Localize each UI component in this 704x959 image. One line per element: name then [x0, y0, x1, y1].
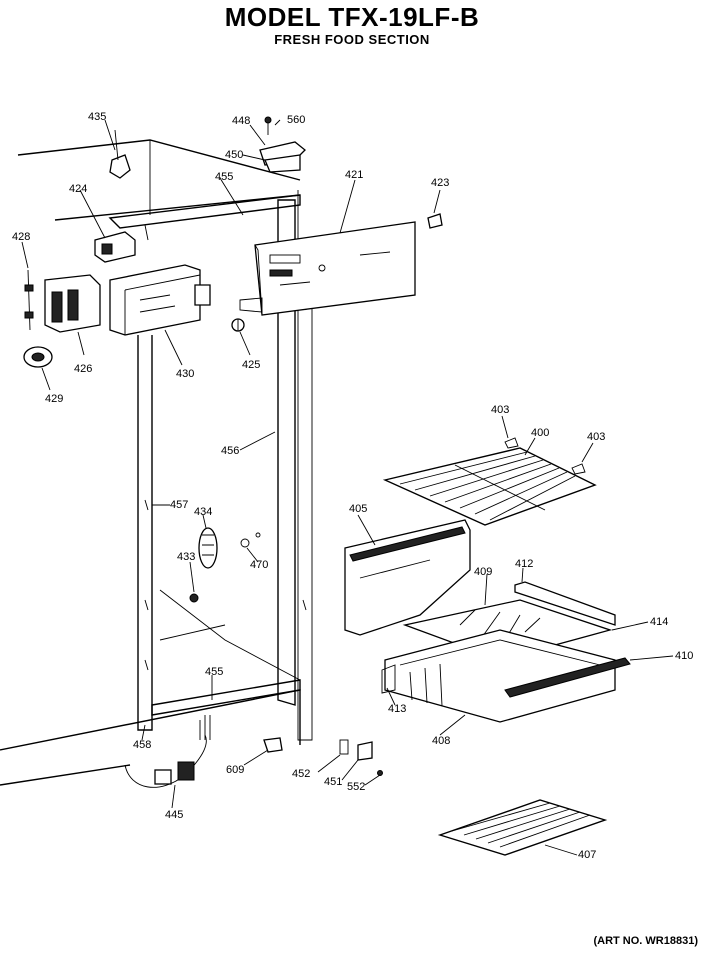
label-552: 552 [347, 781, 365, 793]
label-407: 407 [578, 849, 596, 861]
part-433 [189, 593, 199, 603]
part-552 [377, 770, 383, 776]
label-445: 445 [165, 809, 183, 821]
label-425: 425 [242, 359, 260, 371]
knob-part-425 [231, 318, 245, 332]
leader-lines [21, 119, 674, 856]
label-457: 457 [170, 499, 188, 511]
part-423 [427, 213, 443, 229]
control-panel-part-421 [239, 221, 416, 316]
label-405: 405 [349, 503, 367, 515]
part-609 [263, 737, 283, 753]
label-428: 428 [12, 231, 30, 243]
label-452: 452 [292, 768, 310, 780]
label-434: 434 [194, 506, 212, 518]
label-448: 448 [232, 115, 250, 127]
label-560: 560 [287, 114, 305, 126]
part-452 [339, 739, 349, 755]
part-451 [357, 741, 373, 761]
label-450: 450 [225, 149, 243, 161]
label-412: 412 [515, 558, 533, 570]
label-413: 413 [388, 703, 406, 715]
label-426: 426 [74, 363, 92, 375]
label-456: 456 [221, 445, 239, 457]
page-subtitle: FRESH FOOD SECTION [274, 32, 430, 47]
upper-frame-part-455 [108, 194, 301, 241]
shelf-clip-part-403-left [504, 437, 519, 449]
label-409: 409 [474, 566, 492, 578]
art-number: (ART NO. WR18831) [593, 935, 698, 947]
part-413 [381, 664, 396, 694]
label-455-lower: 455 [205, 666, 223, 678]
part-434 [198, 527, 218, 569]
label-609: 609 [226, 764, 244, 776]
label-429: 429 [45, 393, 63, 405]
thermostat-housing-part-430 [109, 264, 211, 336]
lower-frame-part-455 [151, 589, 301, 740]
light-bulb-part-429 [23, 346, 53, 368]
page-title: MODEL TFX-19LF-B [224, 2, 480, 32]
label-403-left: 403 [491, 404, 509, 416]
light-socket-part-424 [94, 231, 136, 263]
label-451: 451 [324, 776, 342, 788]
wire-harness-part-445 [124, 734, 207, 788]
label-410: 410 [675, 650, 693, 662]
label-408: 408 [432, 735, 450, 747]
part-labels: 435 448 560 450 455 421 423 424 428 426 … [12, 111, 693, 861]
part-470 [240, 532, 261, 548]
label-421: 421 [345, 169, 363, 181]
rail-part-412 [514, 581, 616, 626]
label-458: 458 [133, 739, 151, 751]
shelf-clip-part-403-right [571, 463, 586, 475]
label-414: 414 [650, 616, 668, 628]
label-455-upper: 455 [215, 171, 233, 183]
wire-shelf-part-407 [437, 799, 608, 856]
label-470: 470 [250, 559, 268, 571]
wire-part-428 [24, 269, 34, 331]
label-400: 400 [531, 427, 549, 439]
left-rail-part-457 [137, 335, 153, 731]
label-433: 433 [177, 551, 195, 563]
hinge-part-448 [259, 116, 306, 173]
drawer-handle-part-410 [504, 657, 631, 698]
label-430: 430 [176, 368, 194, 380]
switch-part-426 [44, 274, 101, 333]
crisper-drawer-part-408 [384, 629, 616, 723]
label-424: 424 [69, 183, 87, 195]
label-403-right: 403 [587, 431, 605, 443]
wire-shelf-part-400 [382, 447, 597, 526]
crisper-frame-part-405 [344, 519, 471, 636]
part-435 [109, 129, 131, 179]
label-435: 435 [88, 111, 106, 123]
label-423: 423 [431, 177, 449, 189]
